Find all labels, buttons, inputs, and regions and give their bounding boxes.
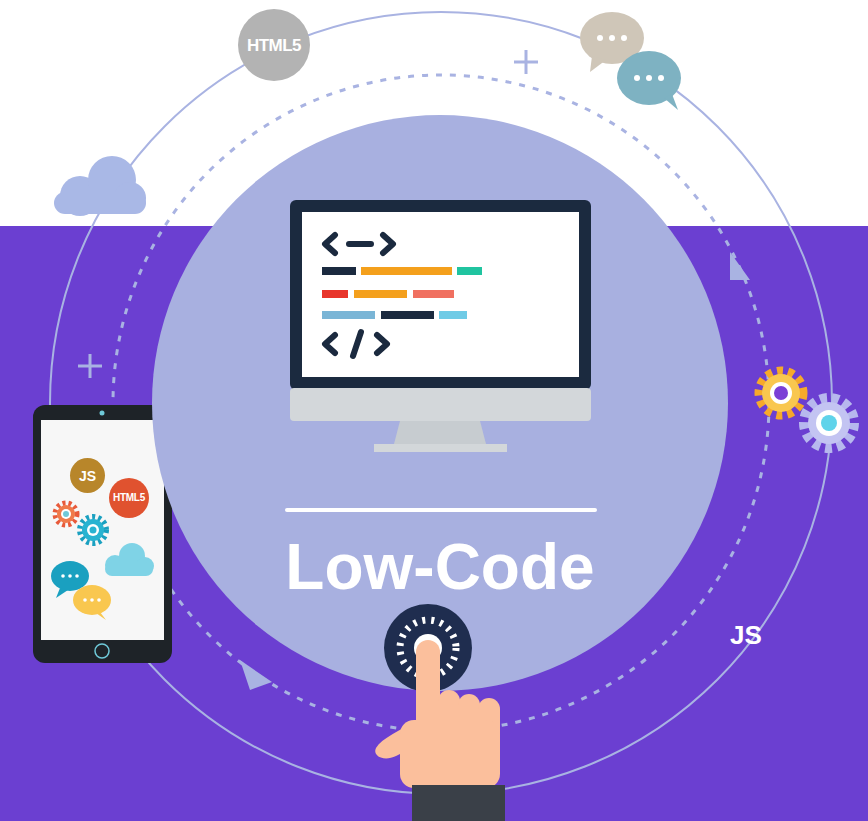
monitor-chin (290, 388, 591, 421)
monitor-stand (394, 421, 486, 444)
cloud-icon (54, 156, 146, 216)
dashed-ring (113, 75, 769, 731)
node-text: HTML5 (113, 493, 145, 503)
html5-badge: HTML5 (109, 478, 149, 518)
node-text: Low-Code (285, 535, 594, 599)
gear-icon (804, 398, 854, 448)
code-tag (325, 235, 393, 253)
js-label: JS (730, 622, 762, 648)
js-badge: JS (70, 458, 105, 493)
pointing-hand (375, 640, 505, 821)
node-text: JS (79, 469, 96, 483)
plus-sign (514, 50, 538, 74)
divider-line (285, 508, 597, 512)
ring-arrow (240, 660, 272, 690)
code-tag (325, 332, 387, 356)
node-text: HTML5 (247, 37, 301, 54)
ring-arrow (730, 252, 750, 280)
monitor-frame (290, 200, 591, 390)
outer-ring (50, 12, 832, 794)
chat-bubble (617, 51, 681, 110)
gear-icon (759, 371, 803, 415)
monitor-screen (302, 212, 579, 377)
monitor-base (374, 444, 507, 452)
plus-sign (78, 354, 102, 378)
html5-badge: HTML5 (238, 9, 310, 81)
phone-illustration (33, 405, 172, 663)
low-code-circle: Low-Code (152, 115, 728, 691)
